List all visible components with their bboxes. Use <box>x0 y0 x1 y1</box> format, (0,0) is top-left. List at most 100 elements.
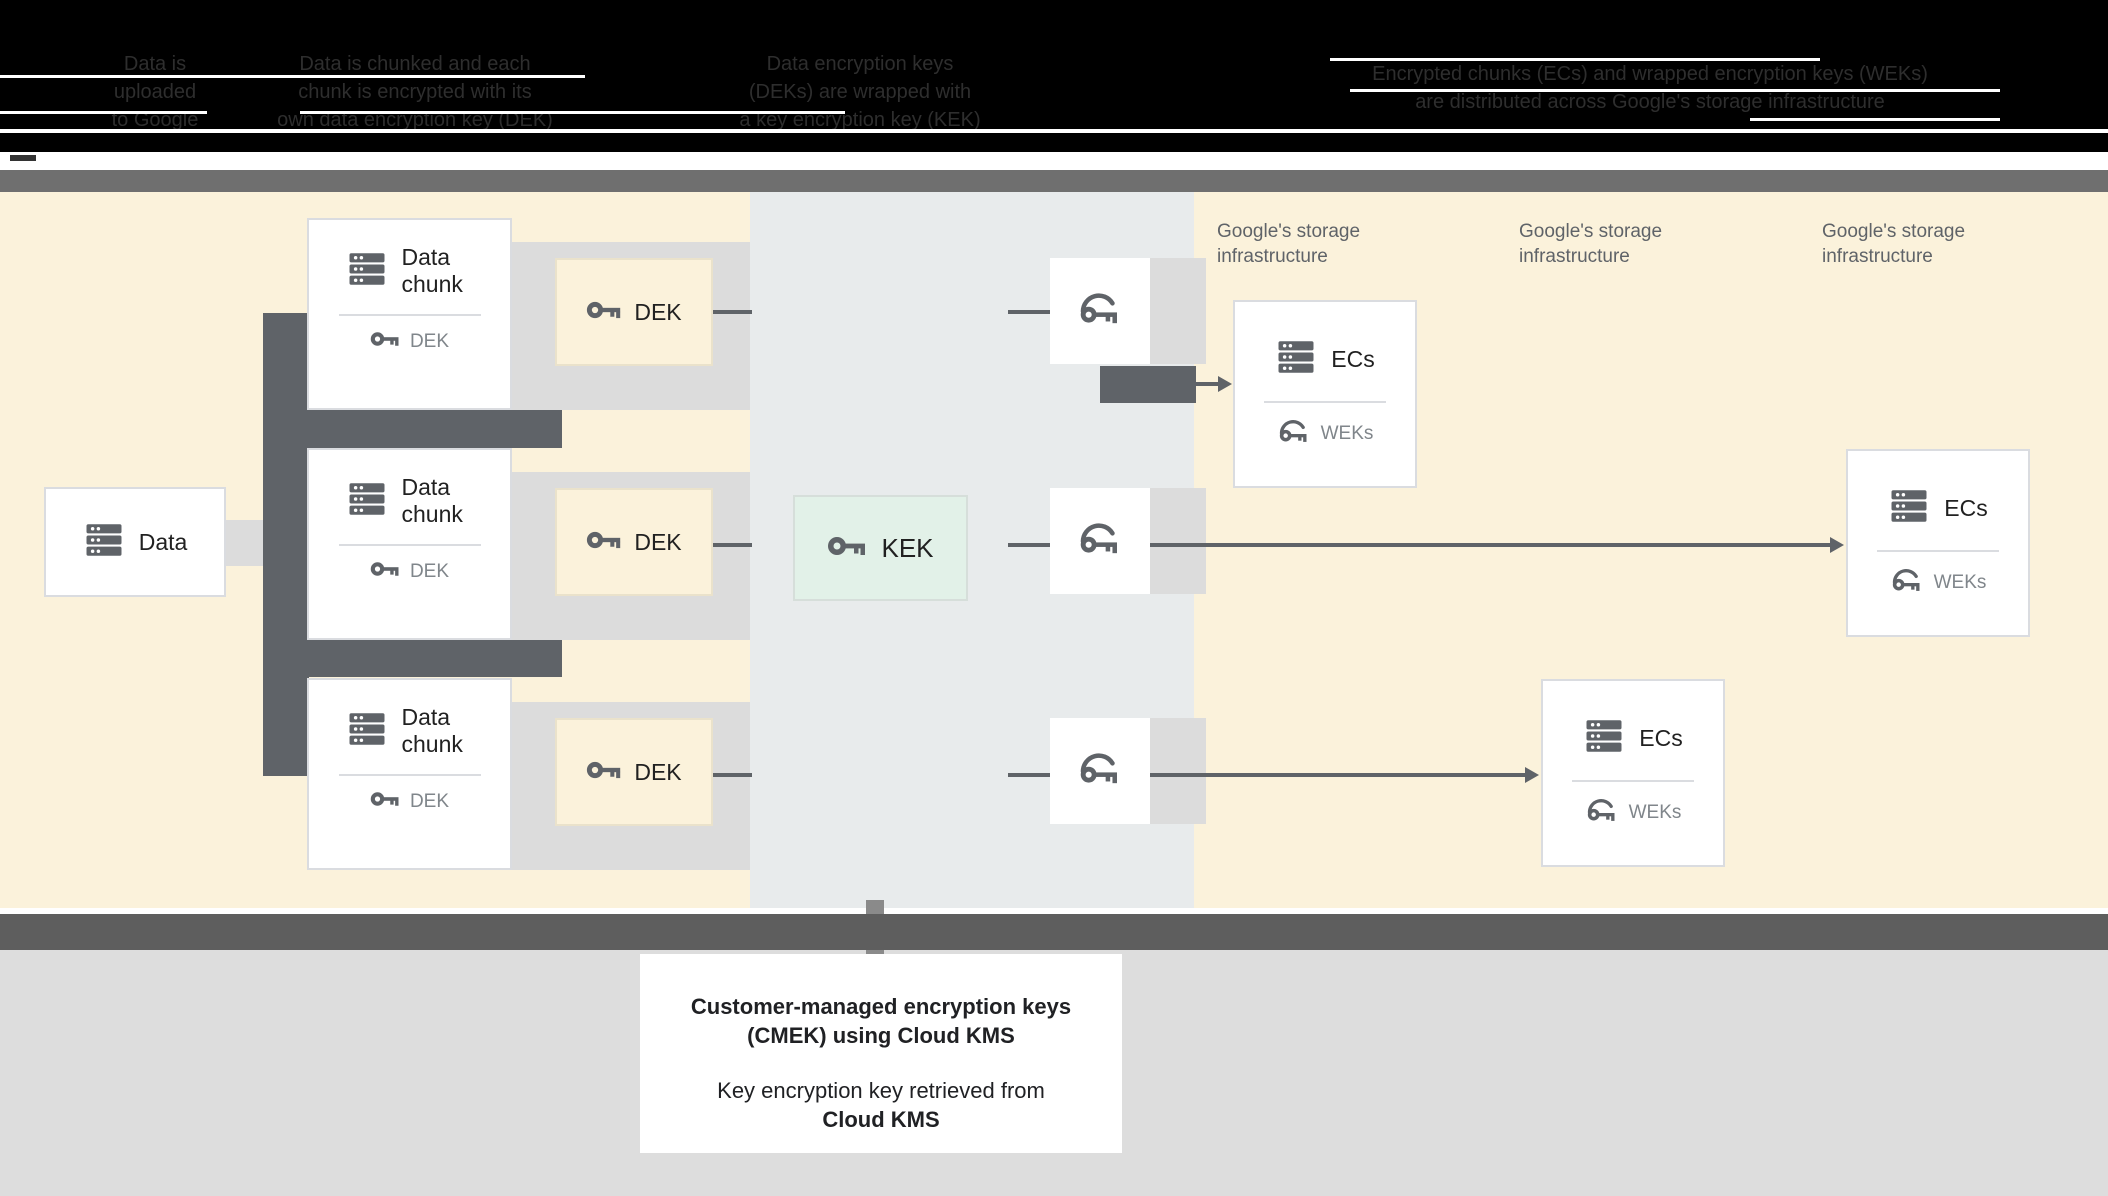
storage-infrastructure-label: Google's storage infrastructure <box>1519 219 1662 269</box>
key-band <box>1140 718 1206 824</box>
dek-box: DEK <box>555 488 713 596</box>
key-band <box>1140 258 1206 364</box>
storage-label-line: infrastructure <box>1822 246 1933 267</box>
database-icon <box>346 708 388 755</box>
header-step-2-line: chunk is encrypted with its <box>298 81 532 103</box>
data-connector-stub <box>226 520 263 566</box>
arrowhead-icon <box>1218 376 1232 392</box>
connector-line <box>1008 773 1050 777</box>
encrypted-chunk-box: ECs WEKs <box>1541 679 1725 867</box>
wrapped-key-thick-connector <box>1100 366 1196 403</box>
divider <box>338 774 481 776</box>
chunk-connector <box>309 639 562 677</box>
divider <box>1264 401 1386 403</box>
wrapped-key-icon <box>1277 419 1311 449</box>
wrapped-key-box <box>1050 488 1150 594</box>
header-step-2: Data is chunked and each chunk is encryp… <box>225 50 605 134</box>
data-box-label: Data <box>138 528 188 555</box>
dek-label: DEK <box>634 528 682 555</box>
database-icon <box>1888 485 1930 532</box>
wrapped-key-icon <box>1890 568 1924 598</box>
key-icon <box>586 759 622 786</box>
ec-title: ECs <box>1639 725 1683 751</box>
storage-label-line: Google's storage <box>1217 221 1361 242</box>
data-split-bar <box>263 313 309 776</box>
chunk-connector <box>309 410 562 448</box>
key-icon <box>370 330 400 353</box>
storage-label-line: Google's storage <box>1822 221 1966 242</box>
header-band: Data is uploaded to Google Data is chunk… <box>0 0 2108 152</box>
header-streak <box>0 111 207 114</box>
header-step-3-line: (DEKs) are wrapped with <box>748 81 972 103</box>
connector-line <box>713 773 752 777</box>
arrow-line <box>1196 382 1220 386</box>
ec-key-label: WEKs <box>1933 572 1987 593</box>
chunk-title: Data chunk <box>401 704 463 757</box>
header-step-3-line: a key encryption key (KEK) <box>739 109 981 131</box>
caption-gap <box>640 1050 1122 1076</box>
data-chunk-box: Data chunk DEK <box>307 678 512 870</box>
database-icon <box>83 519 125 566</box>
caption-subtitle-line: Key encryption key retrieved from <box>717 1078 1045 1103</box>
database-icon <box>346 248 388 295</box>
database-icon <box>1275 336 1317 383</box>
database-icon <box>1583 715 1625 762</box>
caption-subtitle-line: Cloud KMS <box>822 1107 940 1132</box>
header-streak <box>1330 58 1820 61</box>
kek-label: KEK <box>881 532 934 563</box>
divider <box>338 314 481 316</box>
header-divider-line <box>0 129 2108 133</box>
database-icon <box>346 478 388 525</box>
edge-artifact <box>10 155 36 161</box>
header-step-2-line: Data is chunked and each <box>299 53 531 75</box>
header-step-4-line: are distributed across Google's storage … <box>1415 91 1885 113</box>
arrowhead-icon <box>1525 767 1539 783</box>
dek-label: DEK <box>634 298 682 325</box>
bottom-dark-band <box>0 914 2108 950</box>
storage-infrastructure-label: Google's storage infrastructure <box>1822 219 1965 269</box>
wrapped-key-icon <box>1585 798 1619 828</box>
header-step-2-line: own data encryption key (DEK) <box>277 109 553 131</box>
header-step-4: Encrypted chunks (ECs) and wrapped encry… <box>1270 60 2030 116</box>
kek-box: KEK <box>793 495 968 601</box>
chunk-key-label: DEK <box>409 330 450 352</box>
header-step-1-line: uploaded <box>113 81 197 103</box>
connector-line <box>1008 543 1050 547</box>
header-white-band <box>0 152 2108 170</box>
chunk-title: Data chunk <box>401 244 463 297</box>
header-step-4-line: Encrypted chunks (ECs) and wrapped encry… <box>1372 63 1928 85</box>
key-icon <box>370 560 400 583</box>
data-chunk-box: Data chunk DEK <box>307 218 512 410</box>
wrapped-key-box <box>1050 718 1150 824</box>
storage-infrastructure-label: Google's storage infrastructure <box>1217 219 1360 269</box>
wrapped-key-icon <box>1077 522 1123 561</box>
encrypted-chunk-box: ECs WEKs <box>1846 449 2030 637</box>
divider <box>1877 550 1999 552</box>
arrow-line <box>1150 543 1832 547</box>
chunk-key-label: DEK <box>409 560 450 582</box>
connector-line <box>713 310 752 314</box>
dek-box: DEK <box>555 258 713 366</box>
caption-box: Customer-managed encryption keys (CMEK) … <box>640 954 1122 1153</box>
data-chunk-box: Data chunk DEK <box>307 448 512 640</box>
divider <box>1572 780 1694 782</box>
header-step-3-line: Data encryption keys <box>766 53 954 75</box>
chunk-title: Data chunk <box>401 474 463 527</box>
header-streak <box>300 111 845 114</box>
header-step-1-line: Data is <box>123 53 187 75</box>
header-streak <box>1350 89 2000 92</box>
header-streak <box>0 75 585 78</box>
key-icon <box>827 534 867 563</box>
ec-title: ECs <box>1331 346 1375 372</box>
connector-line <box>713 543 752 547</box>
arrowhead-icon <box>1830 537 1844 553</box>
header-streak <box>1750 118 2000 121</box>
divider <box>338 544 481 546</box>
ec-key-label: WEKs <box>1628 802 1682 823</box>
caption-title-line: Customer-managed encryption keys <box>690 994 1072 1019</box>
storage-label-line: infrastructure <box>1217 246 1328 267</box>
dek-label: DEK <box>634 758 682 785</box>
chunk-key-label: DEK <box>409 790 450 812</box>
wrapped-key-icon <box>1077 292 1123 331</box>
